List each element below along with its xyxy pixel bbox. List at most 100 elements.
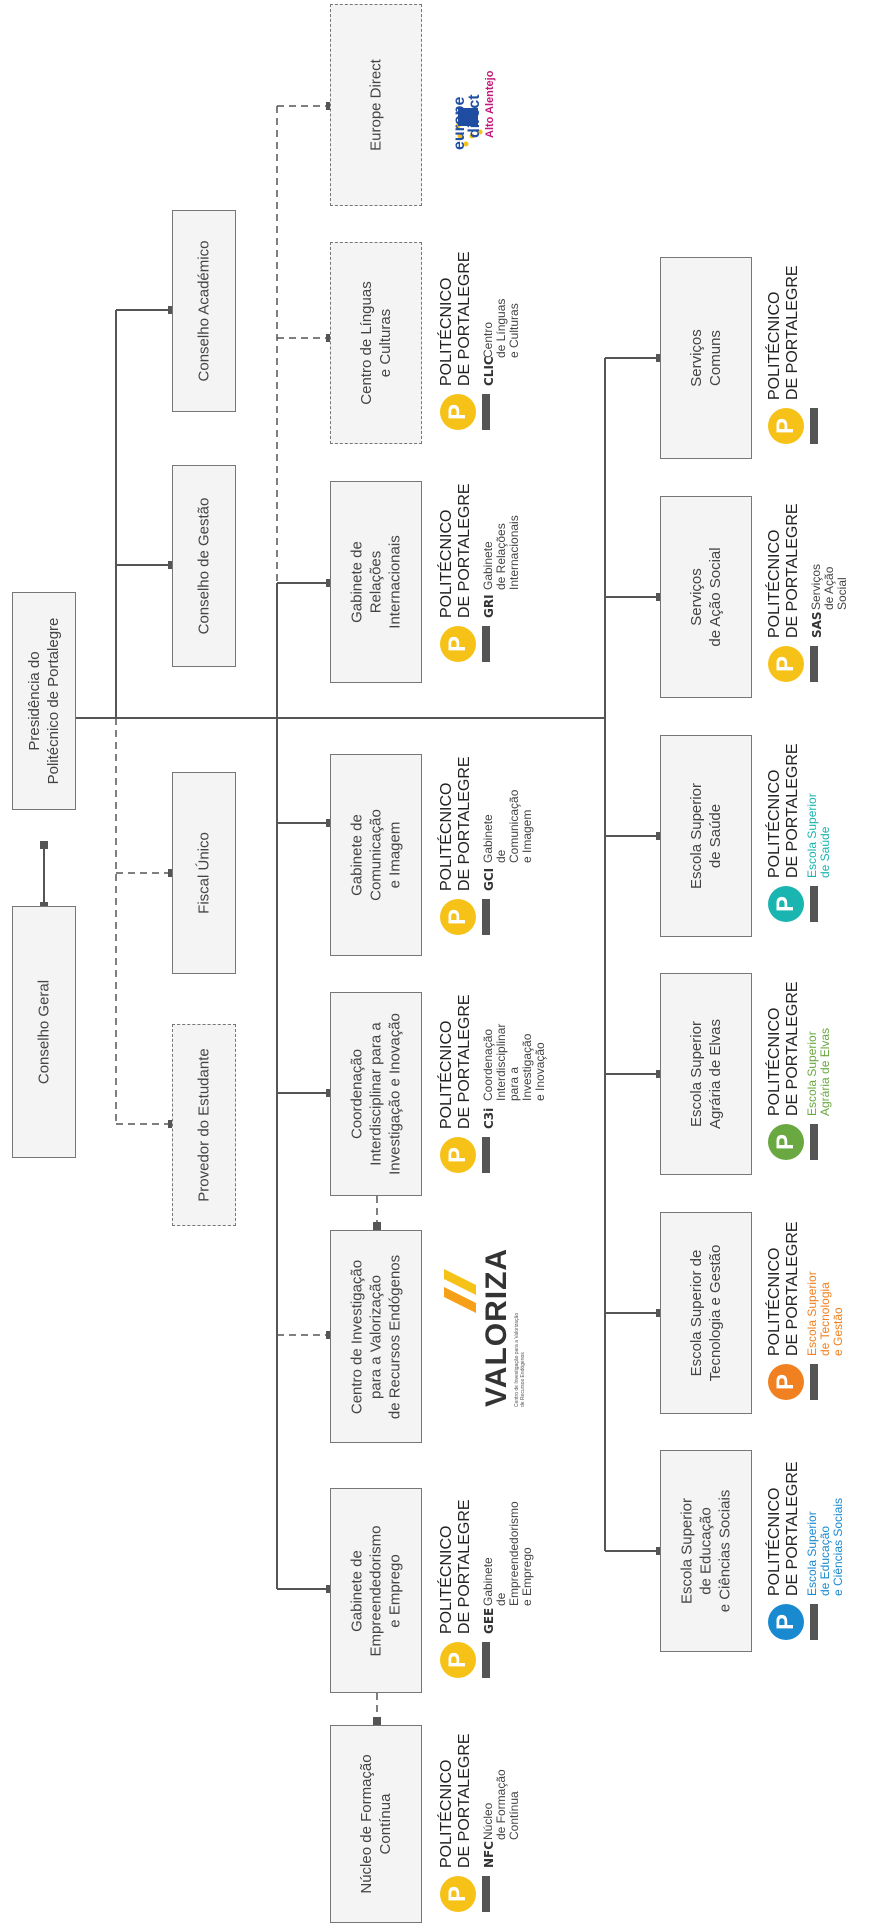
box-sas[interactable]: Serviços de Ação Social <box>660 496 752 698</box>
brand-line1: POLITÉCNICO <box>438 509 455 618</box>
logo-bar <box>810 646 818 682</box>
logo-abbr: GCI <box>482 867 496 891</box>
box-conselho-geral[interactable]: Conselho Geral <box>12 906 76 1158</box>
box-conselho-gestao[interactable]: Conselho de Gestão <box>172 465 236 667</box>
logo-abbr: CLIC <box>482 356 496 386</box>
logo-bar <box>482 394 490 430</box>
logo-ese: P POLITÉCNICO DE PORTALEGRE Escola Super… <box>766 1461 895 1640</box>
p-circle-icon: P <box>768 1124 804 1160</box>
box-valoriza[interactable]: Centro de Investigação para a Valorizaçã… <box>330 1230 422 1443</box>
box-ess[interactable]: Escola Superior de Saúde <box>660 735 752 937</box>
box-label: Presidência do Politécnico de Portalegre <box>26 617 62 785</box>
box-label: Conselho de Gestão <box>195 497 213 635</box>
box-label: Núcleo de Formação Contínua <box>358 1754 394 1894</box>
box-label: Europe Direct <box>367 59 385 151</box>
box-label: Conselho Académico <box>195 240 213 382</box>
valoriza-name: VALORIZA <box>480 1247 513 1407</box>
logo-clic: P POLITÉCNICO DE PORTALEGRE CLIC Centro … <box>438 251 568 430</box>
logo-abbr: SAS <box>810 611 824 638</box>
box-gci[interactable]: Gabinete de Comunicação e Imagem <box>330 754 422 956</box>
brand-line1: POLITÉCNICO <box>766 291 783 400</box>
box-ese[interactable]: Escola Superior de Educação e Ciências S… <box>660 1450 752 1652</box>
brand-line1: POLITÉCNICO <box>438 782 455 891</box>
box-label: Conselho Geral <box>35 979 53 1085</box>
box-conselho-academico[interactable]: Conselho Académico <box>172 210 236 412</box>
logo-bar <box>482 1137 490 1173</box>
valoriza-tagline: Centro de Investigação para a Valorizaçã… <box>514 1312 526 1407</box>
logo-abbr: C3i <box>482 1107 496 1129</box>
valoriza-logo: VALORIZA Centro de Investigação para a V… <box>440 1248 530 1415</box>
box-esae[interactable]: Escola Superior Agrária de Elvas <box>660 973 752 1175</box>
p-circle-icon: P <box>440 394 476 430</box>
brand-line1: POLITÉCNICO <box>766 529 783 638</box>
logo-bar <box>810 886 818 922</box>
logo-c3i: P POLITÉCNICO DE PORTALEGRE C3i Coordena… <box>438 994 568 1173</box>
logo-desc: Gabinete de Relações Internacionais <box>481 515 521 590</box>
box-label: Serviços Comuns <box>688 329 724 387</box>
logo-bar <box>482 899 490 935</box>
school-name: Escola Superior de Educação e Ciências S… <box>805 1497 845 1596</box>
logo-servicos-comuns: P POLITÉCNICO DE PORTALEGRE <box>766 265 895 444</box>
school-name: Escola Superior de Saúde <box>805 793 832 878</box>
logo-abbr: NFC <box>482 1840 496 1868</box>
logo-bar <box>482 1642 490 1678</box>
logo-bar <box>810 1604 818 1640</box>
box-provedor-estudante[interactable]: Provedor do Estudante <box>172 1024 236 1226</box>
logo-gci: P POLITÉCNICO DE PORTALEGRE GCI Gabinete… <box>438 756 568 935</box>
box-label: Fiscal Único <box>195 832 213 914</box>
p-circle-icon: P <box>768 1364 804 1400</box>
brand-line2: DE PORTALEGRE <box>784 981 801 1116</box>
box-clic[interactable]: Centro de Línguas e Culturas <box>330 242 422 444</box>
p-circle-icon: P <box>440 899 476 935</box>
p-circle-icon: P <box>768 408 804 444</box>
box-label: Escola Superior Agrária de Elvas <box>688 1018 724 1130</box>
box-label: Escola Superior de Saúde <box>688 783 724 889</box>
logo-abbr: GRI <box>482 594 496 618</box>
p-circle-icon: P <box>768 886 804 922</box>
p-circle-icon: P <box>440 626 476 662</box>
europe-direct-logo: europe direct Alto Alentejo <box>451 56 520 152</box>
logo-desc: Núcleo de Formação Contínua <box>481 1769 521 1840</box>
brand-line1: POLITÉCNICO <box>438 1525 455 1634</box>
europe-direct-stars-icon <box>455 108 483 147</box>
box-label: Escola Superior de Educação e Ciências S… <box>678 1489 734 1613</box>
box-gri[interactable]: Gabinete de Relações Internacionais <box>330 481 422 683</box>
brand-line2: DE PORTALEGRE <box>456 1733 473 1868</box>
box-servicos-comuns[interactable]: Serviços Comuns <box>660 257 752 459</box>
p-circle-icon: P <box>440 1137 476 1173</box>
valoriza-mark-icon <box>444 1269 476 1313</box>
box-label: Centro de Línguas e Culturas <box>358 281 394 405</box>
box-c3i[interactable]: Coordenação Interdisciplinar para a Inve… <box>330 992 422 1196</box>
brand-line2: DE PORTALEGRE <box>784 265 801 400</box>
brand-line1: POLITÉCNICO <box>766 1007 783 1116</box>
logo-desc: Serviços de Ação Social <box>809 563 849 610</box>
brand-line2: DE PORTALEGRE <box>456 1499 473 1634</box>
box-label: Escola Superior de Tecnologia e Gestão <box>688 1244 724 1382</box>
box-europe-direct[interactable]: Europe Direct <box>330 4 422 206</box>
box-label: Serviços de Ação Social <box>688 547 724 647</box>
logo-desc: Centro de Línguas e Culturas <box>481 298 521 358</box>
box-estg[interactable]: Escola Superior de Tecnologia e Gestão <box>660 1212 752 1414</box>
logo-gri: P POLITÉCNICO DE PORTALEGRE GRI Gabinete… <box>438 483 568 662</box>
box-presidencia[interactable]: Presidência do Politécnico de Portalegre <box>12 592 76 810</box>
logo-ess: P POLITÉCNICO DE PORTALEGRE Escola Super… <box>766 743 895 922</box>
logo-desc: Gabinete de Empreendedorismo e Emprego <box>481 1501 534 1606</box>
box-gee[interactable]: Gabinete de Empreendedorismo e Emprego <box>330 1488 422 1693</box>
logo-bar <box>810 1364 818 1400</box>
p-circle-icon: P <box>768 646 804 682</box>
box-label: Gabinete de Relações Internacionais <box>348 535 404 629</box>
box-fiscal-unico[interactable]: Fiscal Único <box>172 772 236 974</box>
brand-line2: DE PORTALEGRE <box>456 251 473 386</box>
school-name: Escola Superior de Tecnologia e Gestão <box>805 1271 845 1356</box>
p-circle-icon: P <box>440 1876 476 1912</box>
brand-line1: POLITÉCNICO <box>438 277 455 386</box>
box-label: Coordenação Interdisciplinar para a Inve… <box>348 1013 404 1175</box>
p-circle-icon: P <box>768 1604 804 1640</box>
box-label: Centro de Investigação para a Valorizaçã… <box>348 1254 404 1419</box>
europe-direct-line3: Alto Alentejo <box>484 70 496 138</box>
logo-bar <box>810 408 818 444</box>
logo-bar <box>482 626 490 662</box>
logo-nfc: P POLITÉCNICO DE PORTALEGRE NFC Núcleo d… <box>438 1733 568 1912</box>
box-nfc[interactable]: Núcleo de Formação Contínua <box>330 1725 422 1923</box>
